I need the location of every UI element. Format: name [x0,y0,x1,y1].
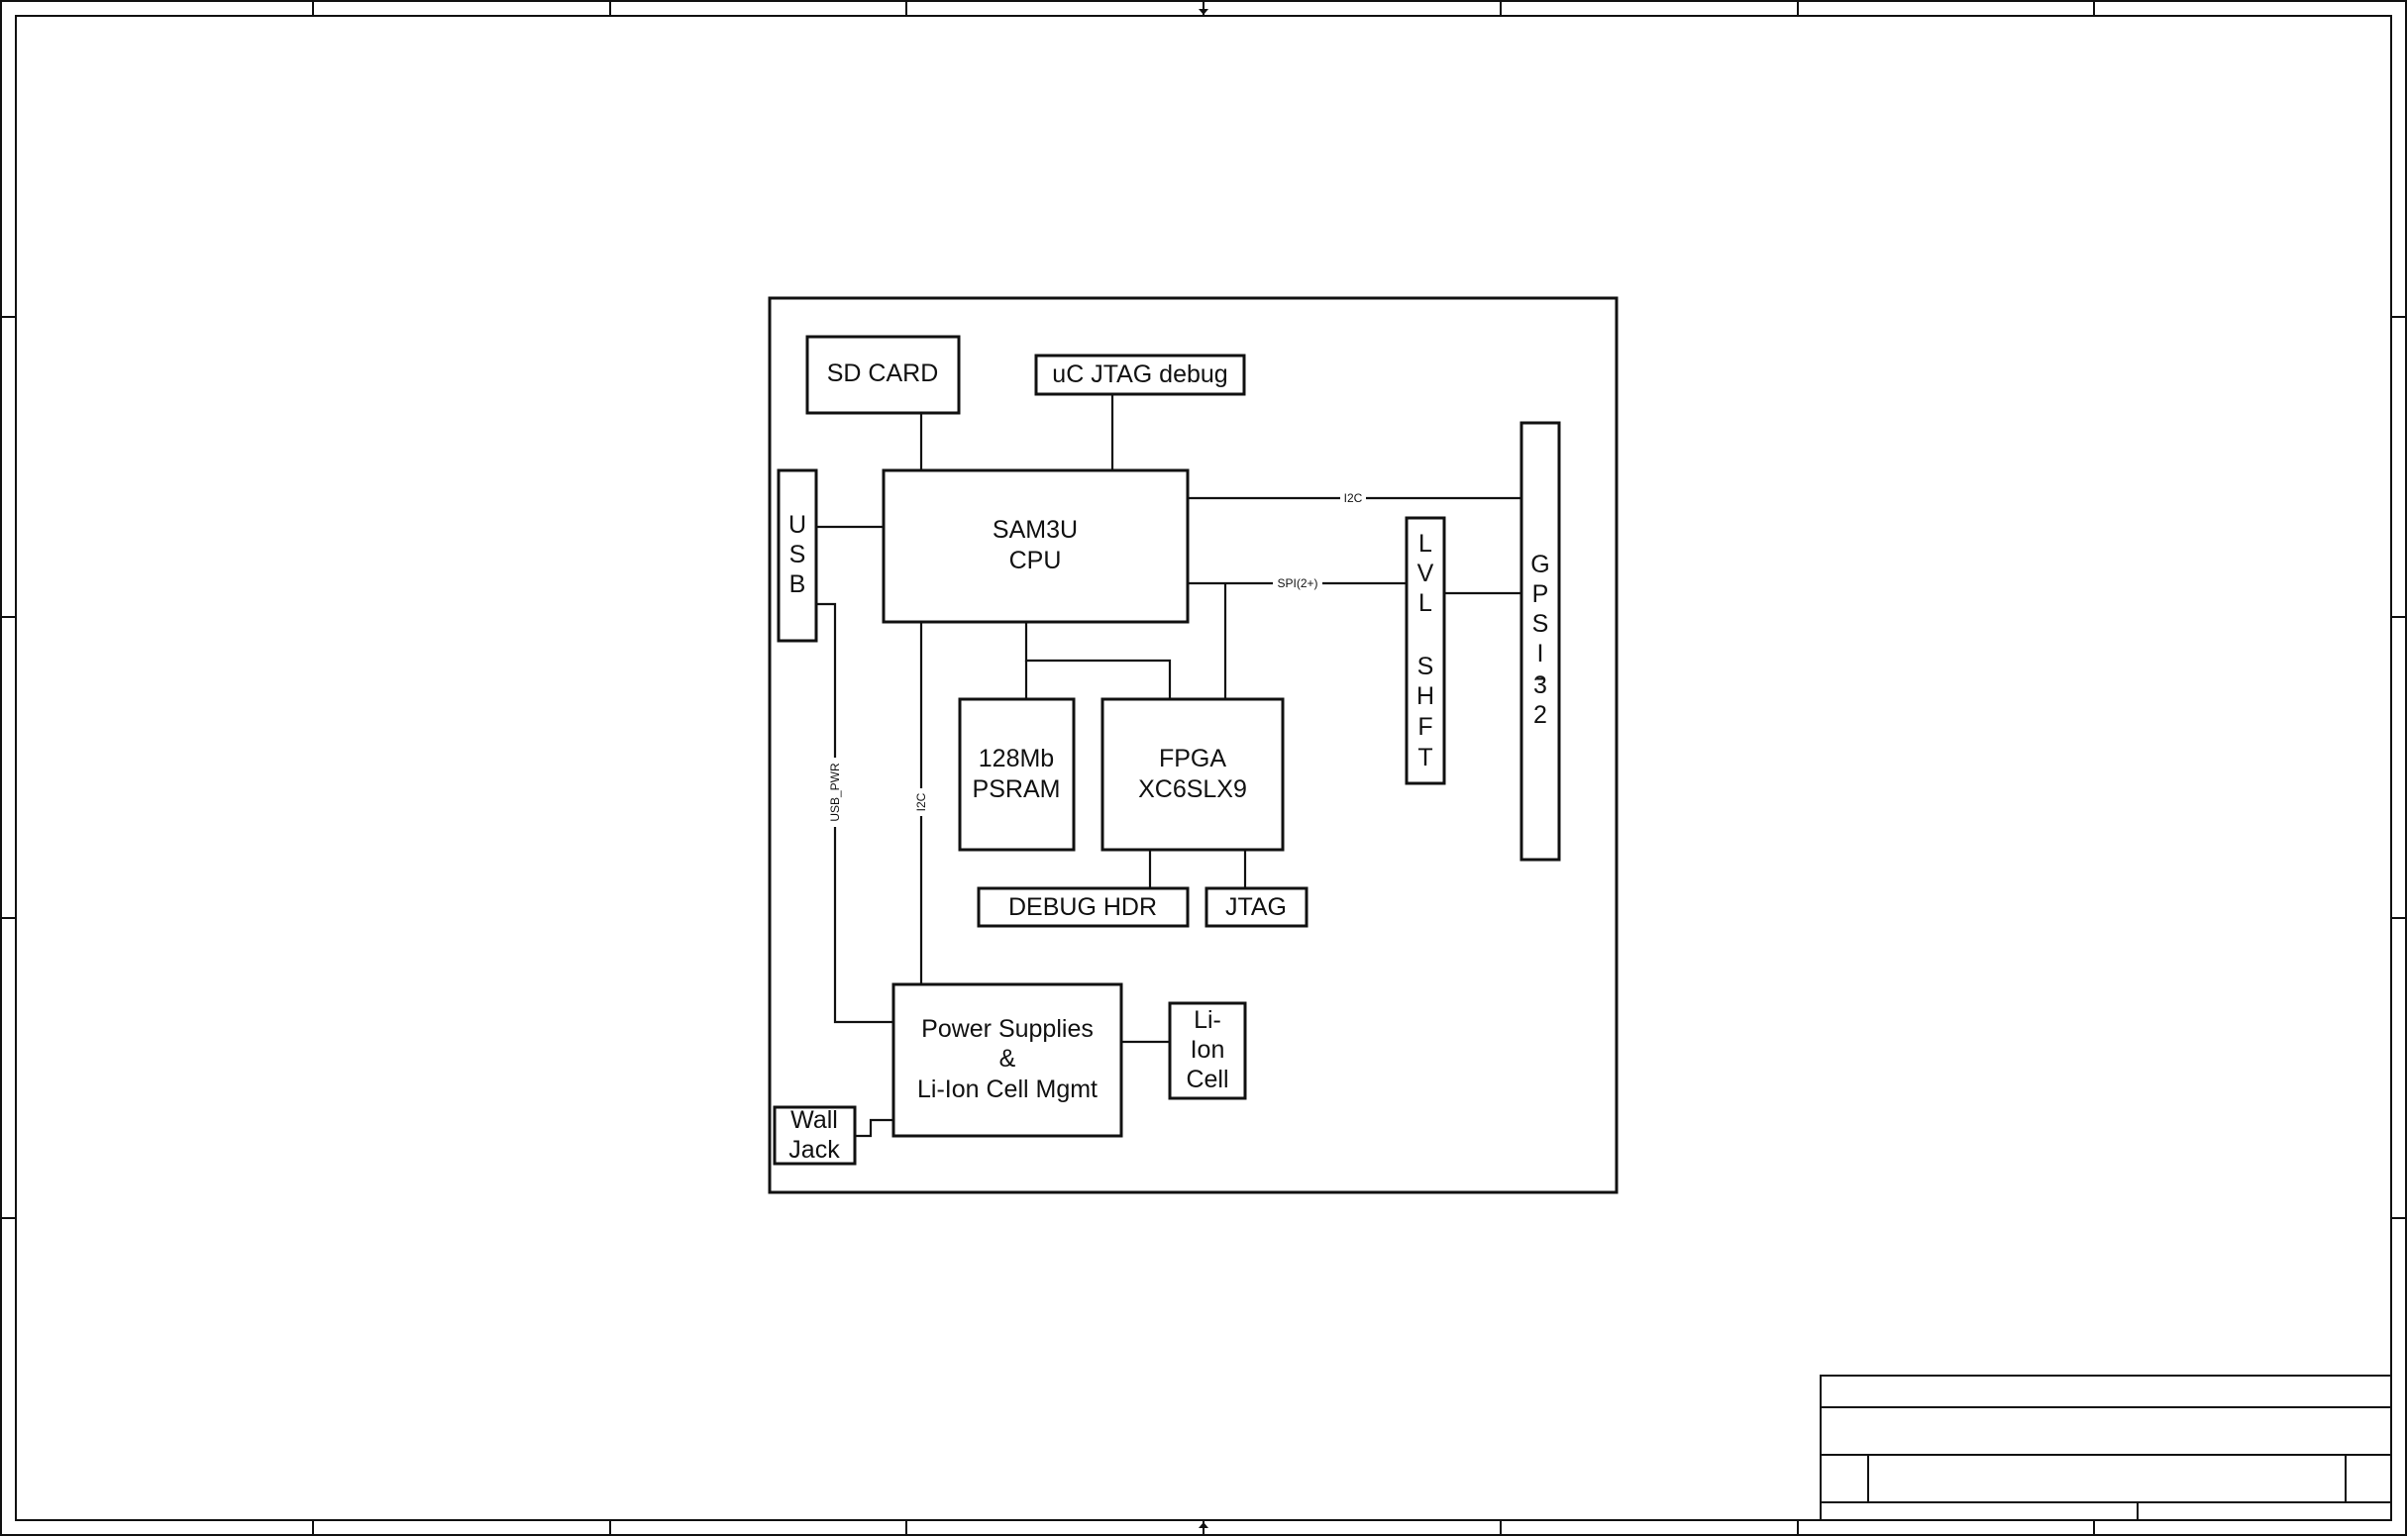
lvl-shft-letter: L [1418,530,1432,558]
cpu-label-line2: CPU [1009,547,1062,574]
jtag-label: JTAG [1225,893,1287,921]
power-label-line2: & [999,1045,1016,1073]
title-block [1820,1375,2392,1521]
li-ion-label-line2: Ion [1191,1036,1225,1064]
gpsi-letter: G [1530,551,1549,578]
gpsi-letter: I [1537,640,1544,667]
usb-block: U S B [777,468,818,643]
gpsi-letter: 3 [1533,671,1547,699]
psram-block: 128Mb PSRAM [958,697,1076,852]
lvl-shft-letter: S [1417,653,1434,680]
psram-label-line1: 128Mb [979,745,1054,772]
signal-usb-pwr: USB_PWR [828,763,842,822]
usb-letter: U [788,511,806,539]
wire-walljack-power [855,1118,893,1138]
signal-labels: I2C SPI(2+) USB_PWR I2C [827,490,1366,827]
debug-hdr-label: DEBUG HDR [1008,893,1157,921]
lvl-shft-letter: L [1418,589,1432,617]
gpsi-32-block: G P S I - 3 2 [1519,421,1561,862]
sd-card-block: SD CARD [805,335,961,415]
usb-letter: B [789,570,806,598]
cpu-label-line1: SAM3U [993,516,1078,544]
signal-i2c-power: I2C [914,792,928,811]
lvl-shft-letter: H [1416,682,1434,710]
usb-letter: S [789,541,806,568]
li-ion-cell-block: Li- Ion Cell [1168,1001,1247,1100]
fpga-label-line2: XC6SLX9 [1138,775,1247,803]
debug-hdr-block: DEBUG HDR [977,886,1190,928]
jtag-block: JTAG [1204,886,1309,928]
lvl-shft-letter: T [1417,744,1432,771]
li-ion-label-line3: Cell [1186,1066,1228,1093]
lvl-shft-letter: F [1417,713,1432,741]
psram-label-line2: PSRAM [973,775,1061,803]
gpsi-letter: P [1532,580,1549,608]
lvl-shft-letter: V [1417,560,1434,587]
power-supplies-block: Power Supplies & Li-Ion Cell Mgmt [891,982,1123,1138]
signal-i2c-gpsi: I2C [1344,491,1363,505]
wire-cpu-fpga [1024,622,1172,699]
uc-jtag-debug-label: uC JTAG debug [1052,360,1227,388]
power-label-line1: Power Supplies [921,1015,1094,1043]
wall-jack-label-line1: Wall [790,1106,838,1134]
power-label-line3: Li-Ion Cell Mgmt [917,1076,1098,1103]
gpsi-letter: 2 [1533,701,1547,729]
fpga-block: FPGA XC6SLX9 [1100,697,1285,852]
wall-jack-label-line2: Jack [788,1136,840,1164]
li-ion-label-line1: Li- [1194,1006,1221,1034]
lvl-shft-block: L V L S H F T [1405,516,1446,785]
sd-card-label: SD CARD [827,359,939,387]
wall-jack-block: Wall Jack [773,1105,857,1166]
cpu-block: SAM3U CPU [882,468,1190,624]
fpga-label-line1: FPGA [1159,745,1226,772]
uc-jtag-debug-block: uC JTAG debug [1034,354,1246,396]
signal-spi: SPI(2+) [1277,576,1317,590]
gpsi-letter: S [1532,610,1549,638]
gpsi-letter: - [1536,664,1544,691]
